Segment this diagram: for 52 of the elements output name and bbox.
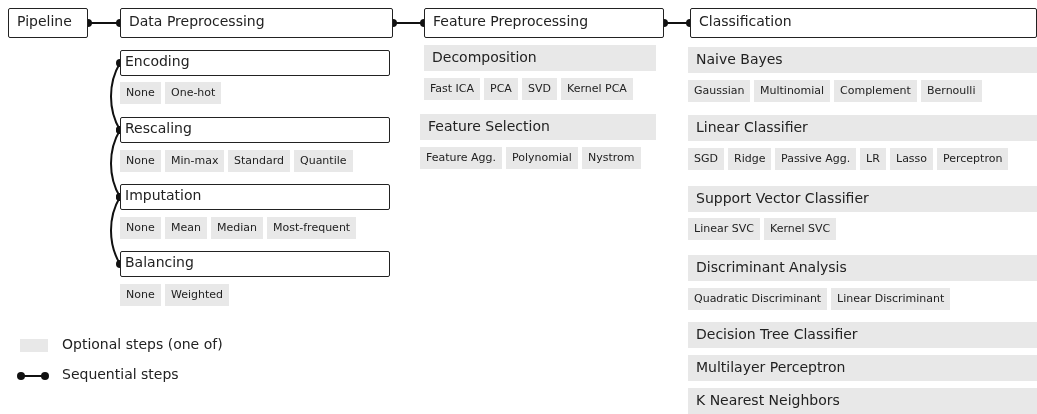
option-tag: SVD [522,78,557,100]
option-tag: None [120,150,161,172]
option-tag: Linear Discriminant [831,288,951,310]
stage-box: Feature Preprocessing [424,8,664,38]
option-tag: Quadratic Discriminant [688,288,828,310]
option-tag: Ridge [728,148,772,170]
option-tag: None [120,82,161,104]
option-tag: PCA [484,78,518,100]
stage-box: Data Preprocessing [120,8,393,38]
option-tag: Multinomial [754,80,831,102]
option-tag: One-hot [165,82,222,104]
option-tag: Kernel SVC [764,218,837,240]
option-tag: Linear SVC [688,218,760,240]
option-group-header: Multilayer Perceptron [688,355,1037,381]
option-tag: LR [860,148,886,170]
option-tag: Fast ICA [424,78,481,100]
option-group-header: Naive Bayes [688,47,1037,73]
option-group-header: Decomposition [424,45,656,71]
option-group-header: Linear Classifier [688,115,1037,141]
option-group-header: Support Vector Classifier [688,186,1037,212]
option-tag: Perceptron [937,148,1009,170]
option-tag: None [120,284,161,306]
option-group-header: K Nearest Neighbors [688,388,1037,414]
option-tag: Nystrom [582,147,641,169]
option-group-header: Feature Selection [420,114,656,140]
step-box: Encoding [120,50,390,76]
option-tag: Feature Agg. [420,147,503,169]
option-tag: Standard [228,150,291,172]
option-tag: Complement [834,80,917,102]
option-tag: Bernoulli [921,80,982,102]
option-tag: None [120,217,161,239]
option-tag: Median [211,217,263,239]
option-tag: Lasso [890,148,934,170]
step-box: Rescaling [120,117,390,143]
stage-box: Pipeline [8,8,88,38]
option-tag: SGD [688,148,724,170]
option-tag: Quantile [294,150,353,172]
step-box: Imputation [120,184,390,210]
option-tag: Most-frequent [267,217,357,239]
option-tag: Polynomial [506,147,578,169]
option-tag: Mean [165,217,207,239]
option-group-header: Decision Tree Classifier [688,322,1037,348]
option-tag: Passive Agg. [775,148,857,170]
option-tag: Kernel PCA [561,78,633,100]
option-tag: Gaussian [688,80,751,102]
option-tag: Weighted [165,284,230,306]
stage-box: Classification [690,8,1037,38]
option-tag: Min-max [165,150,225,172]
legend-label: Optional steps (one of) [62,336,223,352]
step-box: Balancing [120,251,390,277]
option-group-header: Discriminant Analysis [688,255,1037,281]
legend-label: Sequential steps [62,366,179,382]
